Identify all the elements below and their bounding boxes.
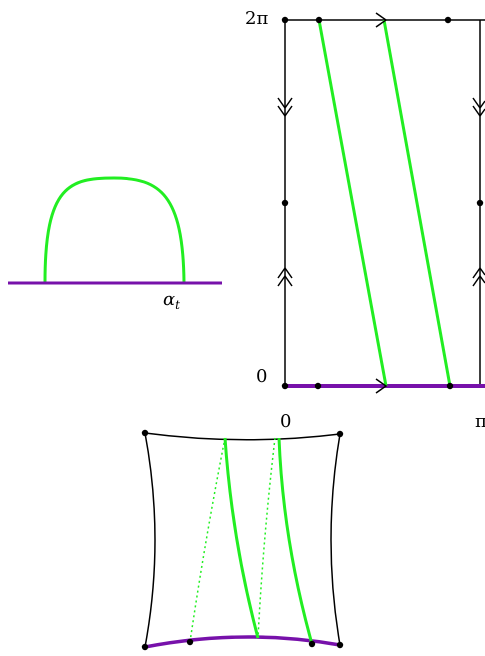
- left-lower-double-arrow-icon: [277, 266, 293, 287]
- surface-left-edge: [144, 432, 156, 648]
- surface-top-edge: [144, 432, 341, 441]
- y-label-bottom: 0: [256, 366, 267, 387]
- x-label-right: π: [475, 411, 485, 432]
- green-diagonal-2: [382, 19, 452, 387]
- x-label-left: 0: [280, 411, 291, 432]
- bottom-arrow-icon: [375, 378, 388, 394]
- surface-right-edge: [330, 433, 341, 646]
- point-top-1: [315, 16, 323, 24]
- green-arc: [43, 176, 186, 283]
- surface-panel: [141, 429, 344, 651]
- surface-corner-top-right: [336, 430, 344, 438]
- alpha-symbol: α: [163, 289, 175, 310]
- point-top-2: [444, 16, 452, 24]
- left-upper-double-arrow-icon: [277, 97, 293, 118]
- right-upper-double-arrow-icon: [472, 97, 485, 118]
- y-label-top: 2π: [245, 8, 268, 29]
- surface-point-bottom-2: [308, 640, 316, 648]
- surface-corner-bottom-left: [141, 643, 149, 651]
- rectangle-panel: 2π 0 0 π: [245, 8, 485, 432]
- top-arrow-icon: [375, 12, 388, 28]
- surface-point-bottom-1: [186, 638, 194, 646]
- point-bottom-left: [281, 382, 289, 390]
- point-bottom-2: [446, 382, 454, 390]
- green-dotted-curve-1: [189, 437, 226, 643]
- alpha-t-label: αt: [163, 289, 180, 312]
- surface-corner-top-left: [141, 429, 149, 437]
- arc-panel: αt: [8, 176, 222, 312]
- point-left-mid: [281, 199, 289, 207]
- green-solid-curve-2: [277, 437, 314, 645]
- point-bottom-1: [314, 382, 322, 390]
- green-solid-curve-1: [223, 437, 260, 639]
- green-dotted-curve-2: [257, 437, 276, 639]
- alpha-subscript: t: [175, 298, 180, 312]
- point-top-left: [281, 16, 289, 24]
- surface-bottom-edge: [144, 635, 341, 649]
- green-diagonal-1: [317, 19, 388, 387]
- surface-corner-bottom-right: [336, 641, 344, 649]
- right-lower-double-arrow-icon: [472, 266, 485, 287]
- point-right-mid: [476, 199, 484, 207]
